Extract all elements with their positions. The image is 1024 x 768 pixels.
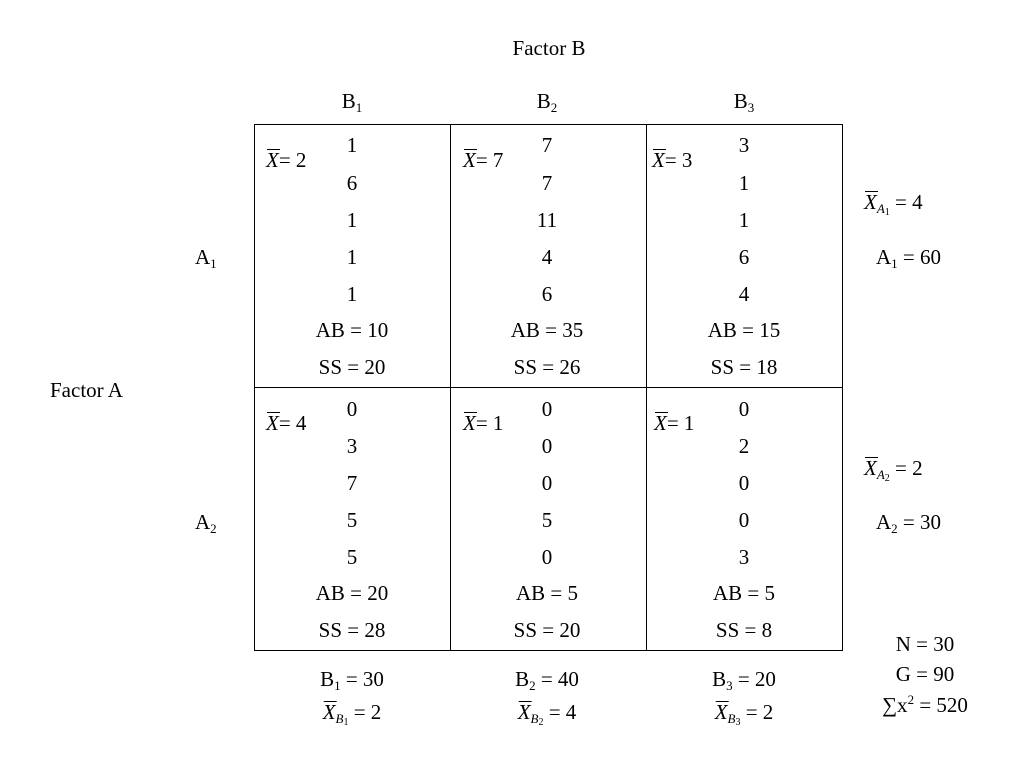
- row-a2-mean: XA2 = 2: [864, 456, 923, 484]
- grid-line-bottom: [254, 650, 843, 651]
- column-b2-total: B2 = 40: [515, 667, 579, 693]
- row-header-a1: A1: [195, 245, 217, 271]
- score: 3: [738, 133, 750, 157]
- column-b1-mean: XB1 = 2: [322, 700, 382, 728]
- score: 0: [541, 434, 553, 458]
- summary-n: N = 30: [895, 632, 955, 656]
- score: 0: [738, 471, 750, 495]
- cell-ss: SS = 20: [513, 618, 581, 642]
- cell-ab-total: AB = 20: [315, 581, 389, 605]
- cell-ab-total: AB = 5: [712, 581, 776, 605]
- score: 1: [346, 208, 358, 232]
- cell-mean: X= 3: [652, 148, 693, 172]
- score: 1: [346, 282, 358, 306]
- cell-ab-total: AB = 15: [707, 318, 781, 342]
- score: 1: [738, 208, 750, 232]
- cell-mean: X= 1: [463, 411, 504, 435]
- score: 1: [738, 171, 750, 195]
- cell-ss: SS = 18: [710, 355, 778, 379]
- column-header-b2: B2: [536, 89, 558, 115]
- summary-sum-x-squared: ∑x2 = 520: [882, 692, 968, 717]
- grid-line-middle: [254, 387, 843, 388]
- score: 2: [738, 434, 750, 458]
- cell-ab-total: AB = 10: [315, 318, 389, 342]
- score: 7: [346, 471, 358, 495]
- factor-b-title: Factor B: [512, 36, 586, 60]
- score: 4: [738, 282, 750, 306]
- cell-mean: X= 7: [463, 148, 504, 172]
- score: 3: [346, 434, 358, 458]
- grid-line-left: [254, 124, 255, 651]
- summary-g: G = 90: [895, 662, 955, 686]
- score: 11: [536, 208, 558, 232]
- column-b1-total: B1 = 30: [320, 667, 384, 693]
- score: 0: [541, 545, 553, 569]
- score: 3: [738, 545, 750, 569]
- score: 5: [346, 508, 358, 532]
- score: 0: [346, 397, 358, 421]
- score: 4: [541, 245, 553, 269]
- grid-line-col-1: [450, 124, 451, 651]
- grid-line-top: [254, 124, 843, 125]
- score: 1: [346, 133, 358, 157]
- score: 0: [738, 508, 750, 532]
- cell-mean: X= 1: [654, 411, 695, 435]
- score: 6: [346, 171, 358, 195]
- cell-mean: X= 4: [266, 411, 307, 435]
- column-b3-mean: XB3 = 2: [714, 700, 774, 728]
- column-b2-mean: XB2 = 4: [517, 700, 577, 728]
- cell-mean: X= 2: [266, 148, 307, 172]
- score: 5: [346, 545, 358, 569]
- score: 6: [541, 282, 553, 306]
- cell-ss: SS = 8: [715, 618, 773, 642]
- row-header-a2: A2: [195, 510, 217, 536]
- score: 0: [738, 397, 750, 421]
- cell-ss: SS = 28: [318, 618, 386, 642]
- score: 6: [738, 245, 750, 269]
- cell-ab-total: AB = 35: [510, 318, 584, 342]
- row-a1-mean: XA1 = 4: [864, 190, 923, 218]
- cell-ss: SS = 26: [513, 355, 581, 379]
- grid-line-col-2: [646, 124, 647, 651]
- score: 7: [541, 133, 553, 157]
- factor-a-title: Factor A: [50, 378, 123, 402]
- grid-line-right: [842, 124, 843, 651]
- column-header-b1: B1: [341, 89, 363, 115]
- score: 0: [541, 471, 553, 495]
- column-b3-total: B3 = 20: [712, 667, 776, 693]
- row-a2-total: A2 = 30: [876, 510, 942, 536]
- cell-ss: SS = 20: [318, 355, 386, 379]
- column-header-b3: B3: [733, 89, 755, 115]
- score: 1: [346, 245, 358, 269]
- row-a1-total: A1 = 60: [876, 245, 942, 271]
- score: 5: [541, 508, 553, 532]
- score: 0: [541, 397, 553, 421]
- score: 7: [541, 171, 553, 195]
- cell-ab-total: AB = 5: [515, 581, 579, 605]
